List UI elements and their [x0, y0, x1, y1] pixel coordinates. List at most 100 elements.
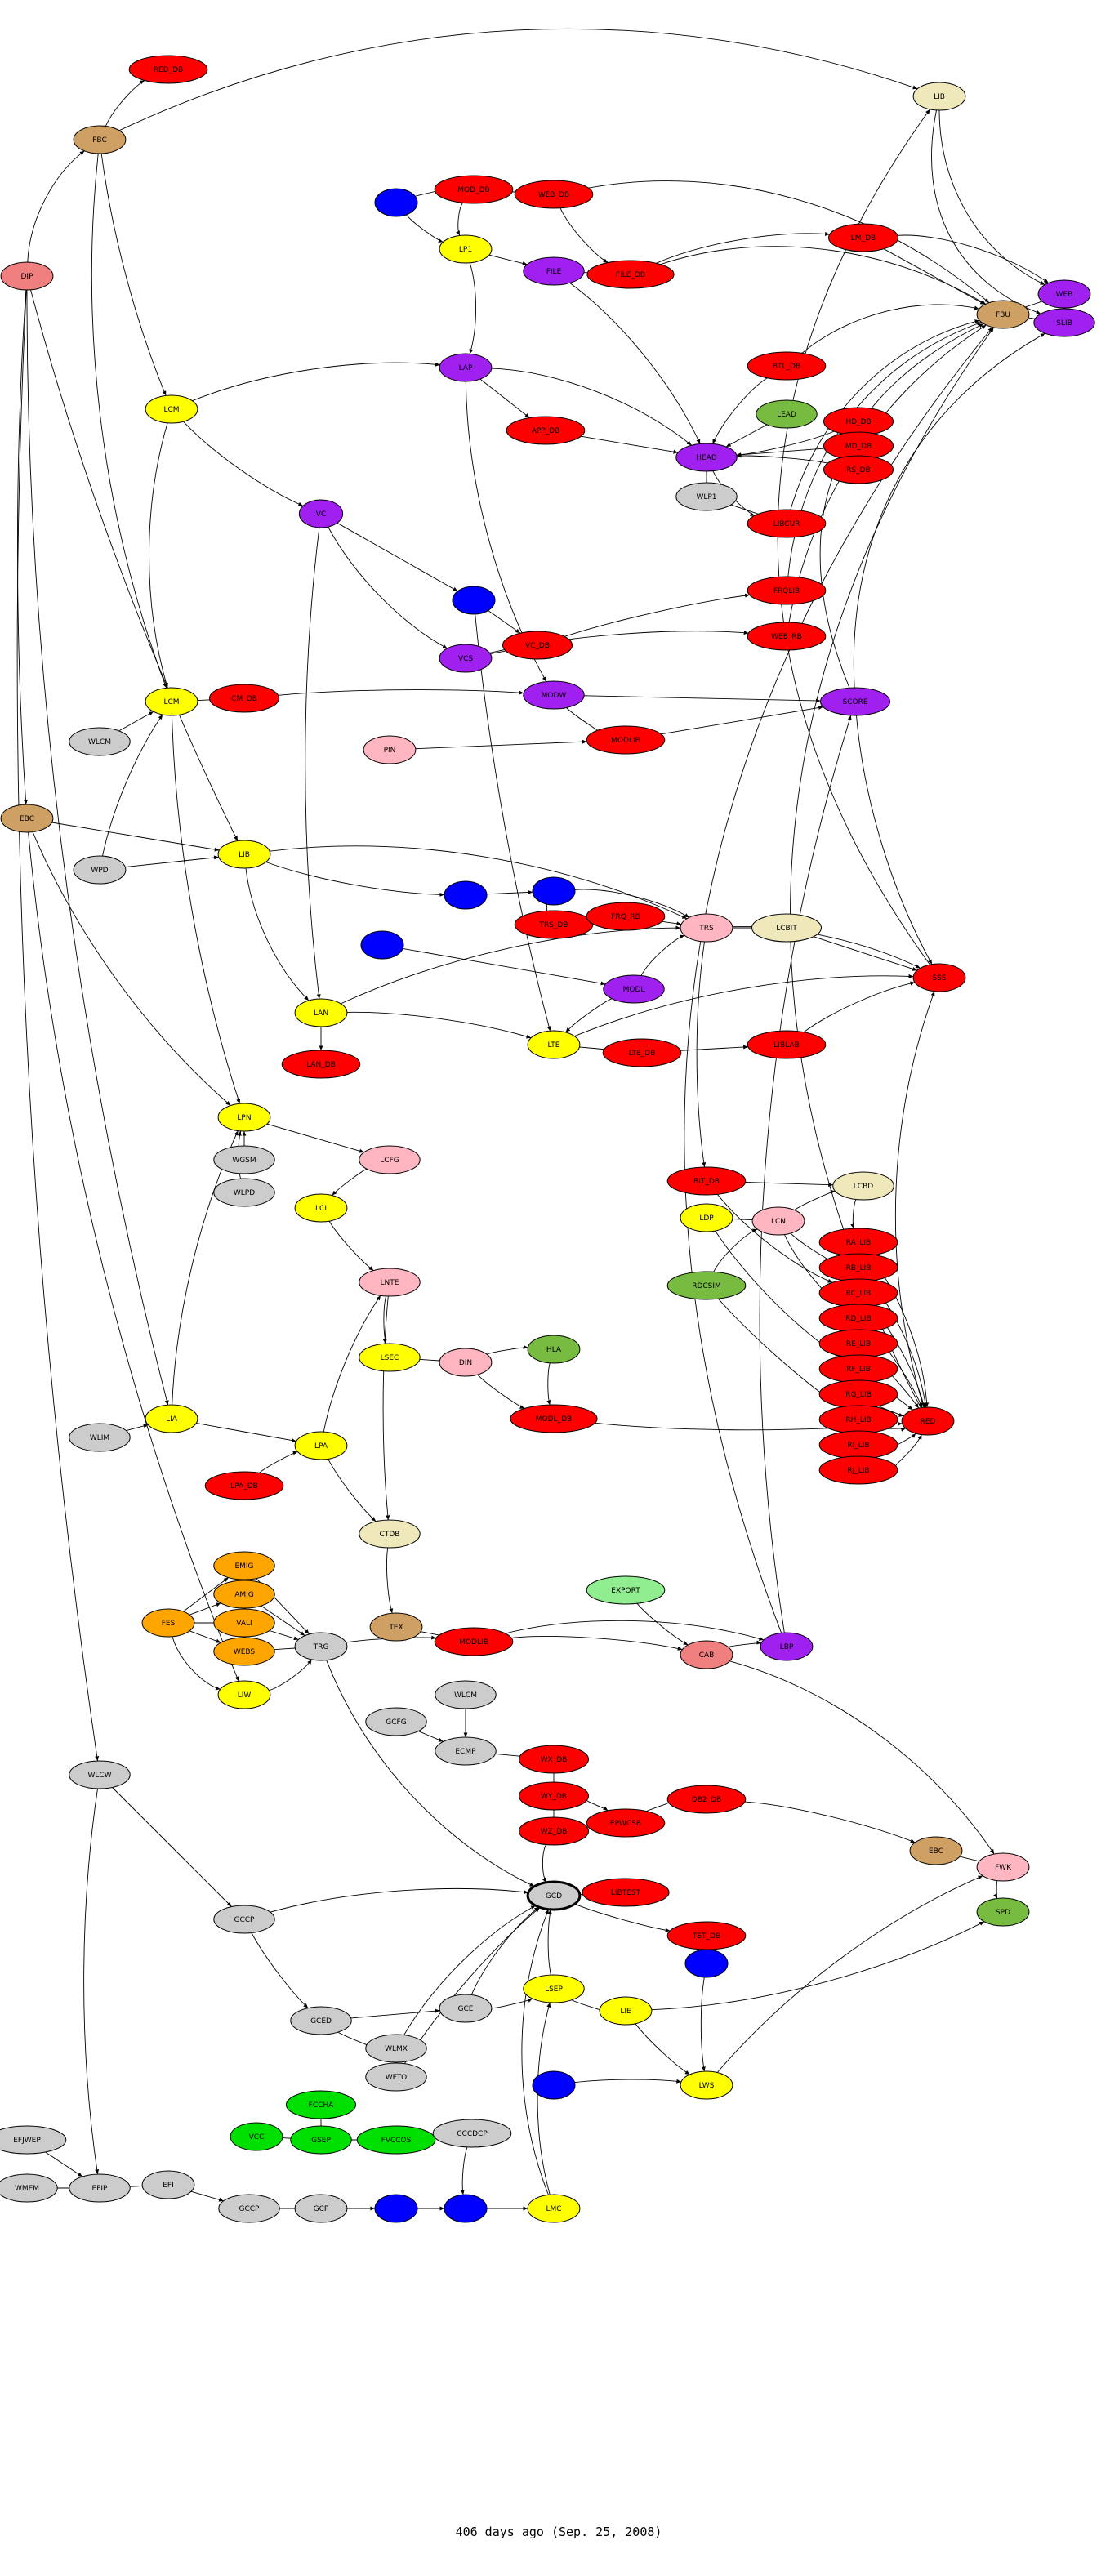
- node-ellipse: [298, 499, 344, 528]
- graph-edge: [660, 246, 986, 305]
- node-label: RED: [921, 1418, 936, 1426]
- graph-edge: [728, 1640, 762, 1648]
- graph-edge: [894, 1434, 922, 1468]
- node-ellipse: [286, 2090, 356, 2119]
- graph-edge: [700, 1977, 706, 2072]
- node-ellipse: [213, 1580, 275, 1609]
- node-ellipse: [374, 188, 418, 217]
- graph-edge: [112, 1787, 232, 1907]
- node-label: WMEM: [15, 2185, 39, 2193]
- node-ellipse: [439, 353, 493, 382]
- node-label: LAN: [314, 1009, 328, 1018]
- node-ellipse: [666, 1166, 747, 1196]
- graph-node-r3: WEB_DB: [514, 180, 594, 209]
- graph-node-lcbd: LCBD: [832, 1171, 894, 1201]
- graph-node-r9: RS_DB: [823, 455, 894, 484]
- graph-edge: [149, 422, 168, 689]
- node-label: LPA_DB: [230, 1482, 258, 1491]
- graph-edge: [328, 1459, 377, 1522]
- graph-node-gsep: GSEP: [290, 2125, 352, 2155]
- node-ellipse: [527, 1335, 581, 1364]
- node-ellipse: [141, 2170, 195, 2199]
- node-label: TRS_DB: [538, 921, 568, 929]
- graph-node-efip: EFIP: [69, 2173, 131, 2203]
- graph-edge: [403, 1907, 541, 2064]
- graph-edge: [190, 2190, 224, 2202]
- graph-edge: [51, 822, 220, 852]
- graph-edge: [574, 974, 914, 1037]
- node-label: EBC: [929, 1847, 943, 1856]
- graph-edge: [565, 998, 613, 1033]
- node-ellipse: [514, 910, 594, 939]
- node-label: RH_LIB: [845, 1416, 871, 1424]
- node-label: LWS: [699, 2082, 715, 2090]
- graph-node-r18: FRQ_RB: [586, 902, 666, 931]
- graph-edge: [32, 831, 231, 1106]
- node-label: LCN: [771, 1218, 786, 1226]
- node-ellipse: [69, 1760, 131, 1789]
- graph-node-lead: LEAD: [756, 399, 818, 429]
- node-ellipse: [439, 234, 493, 264]
- graph-edge: [894, 991, 935, 1408]
- graph-node-lcm1: LCM: [145, 394, 198, 424]
- graph-edge: [415, 739, 587, 750]
- node-label: VC_DB: [525, 642, 550, 650]
- node-ellipse: [832, 1171, 894, 1201]
- node-label: EMIG: [234, 1562, 253, 1571]
- graph-node-spd: SPD: [976, 1897, 1030, 1927]
- node-ellipse: [912, 963, 966, 992]
- graph-node-gce: GCE: [439, 1994, 493, 2023]
- graph-edge: [382, 1295, 390, 1521]
- graph-edge: [245, 867, 310, 1001]
- node-ellipse: [434, 1627, 514, 1656]
- node-label: VALI: [236, 1620, 252, 1628]
- graph-node-r17: TRS_DB: [514, 910, 594, 939]
- graph-edge: [716, 1194, 833, 1283]
- node-ellipse: [359, 1343, 421, 1372]
- graph-node-wlcw: WLCW: [69, 1760, 131, 1789]
- node-label: CAB: [699, 1651, 715, 1660]
- graph-edge: [745, 1182, 833, 1188]
- node-label: FES: [162, 1620, 176, 1628]
- graph-node-lpn: LPN: [217, 1103, 271, 1132]
- node-ellipse: [432, 2119, 512, 2148]
- graph-node-fbc: FBC: [73, 125, 127, 154]
- graph-node-lcn: LCN: [751, 1206, 805, 1236]
- node-ellipse: [602, 1038, 682, 1067]
- graph-edge: [28, 831, 239, 1682]
- graph-edge: [547, 1909, 552, 1976]
- node-ellipse: [145, 394, 198, 424]
- graph-edge: [418, 1358, 444, 1363]
- node-ellipse: [912, 82, 966, 111]
- graph-edge: [328, 1220, 374, 1271]
- node-label: RE_LIB: [846, 1340, 871, 1348]
- node-label: LCM: [163, 406, 179, 414]
- node-ellipse: [1037, 279, 1091, 309]
- node-label: TST_DB: [692, 1932, 720, 1941]
- graph-edge: [659, 920, 682, 926]
- node-label: RF_LIB: [846, 1366, 871, 1374]
- graph-edge: [850, 1199, 857, 1229]
- node-label: LTE: [548, 1041, 560, 1050]
- graph-node-r4: FILE_DB: [586, 260, 675, 289]
- graph-edge: [105, 80, 145, 127]
- node-ellipse: [217, 840, 271, 869]
- graph-edge: [102, 714, 163, 857]
- graph-node-fwk: FWK: [976, 1852, 1030, 1882]
- graph-node-r16: MODLIB: [586, 725, 666, 755]
- node-label: PIN: [384, 747, 396, 755]
- node-label: RD_LIB: [845, 1315, 872, 1323]
- node-label: RJ_LIB: [847, 1467, 869, 1475]
- node-label: LAP: [459, 364, 473, 372]
- graph-node-r31: TST_DB: [666, 1921, 747, 1950]
- graph-node-rc7: RG_LIB: [818, 1379, 898, 1409]
- node-ellipse: [145, 1404, 198, 1433]
- node-label: DB2_DB: [692, 1796, 721, 1804]
- graph-node-rc6: RF_LIB: [818, 1354, 898, 1384]
- node-ellipse: [360, 930, 404, 960]
- node-label: FILE_DB: [616, 271, 645, 279]
- graph-edge: [486, 889, 533, 895]
- node-label: RDCSIM: [692, 1282, 721, 1290]
- graph-node-din: DIN: [439, 1348, 493, 1377]
- node-ellipse: [747, 351, 827, 381]
